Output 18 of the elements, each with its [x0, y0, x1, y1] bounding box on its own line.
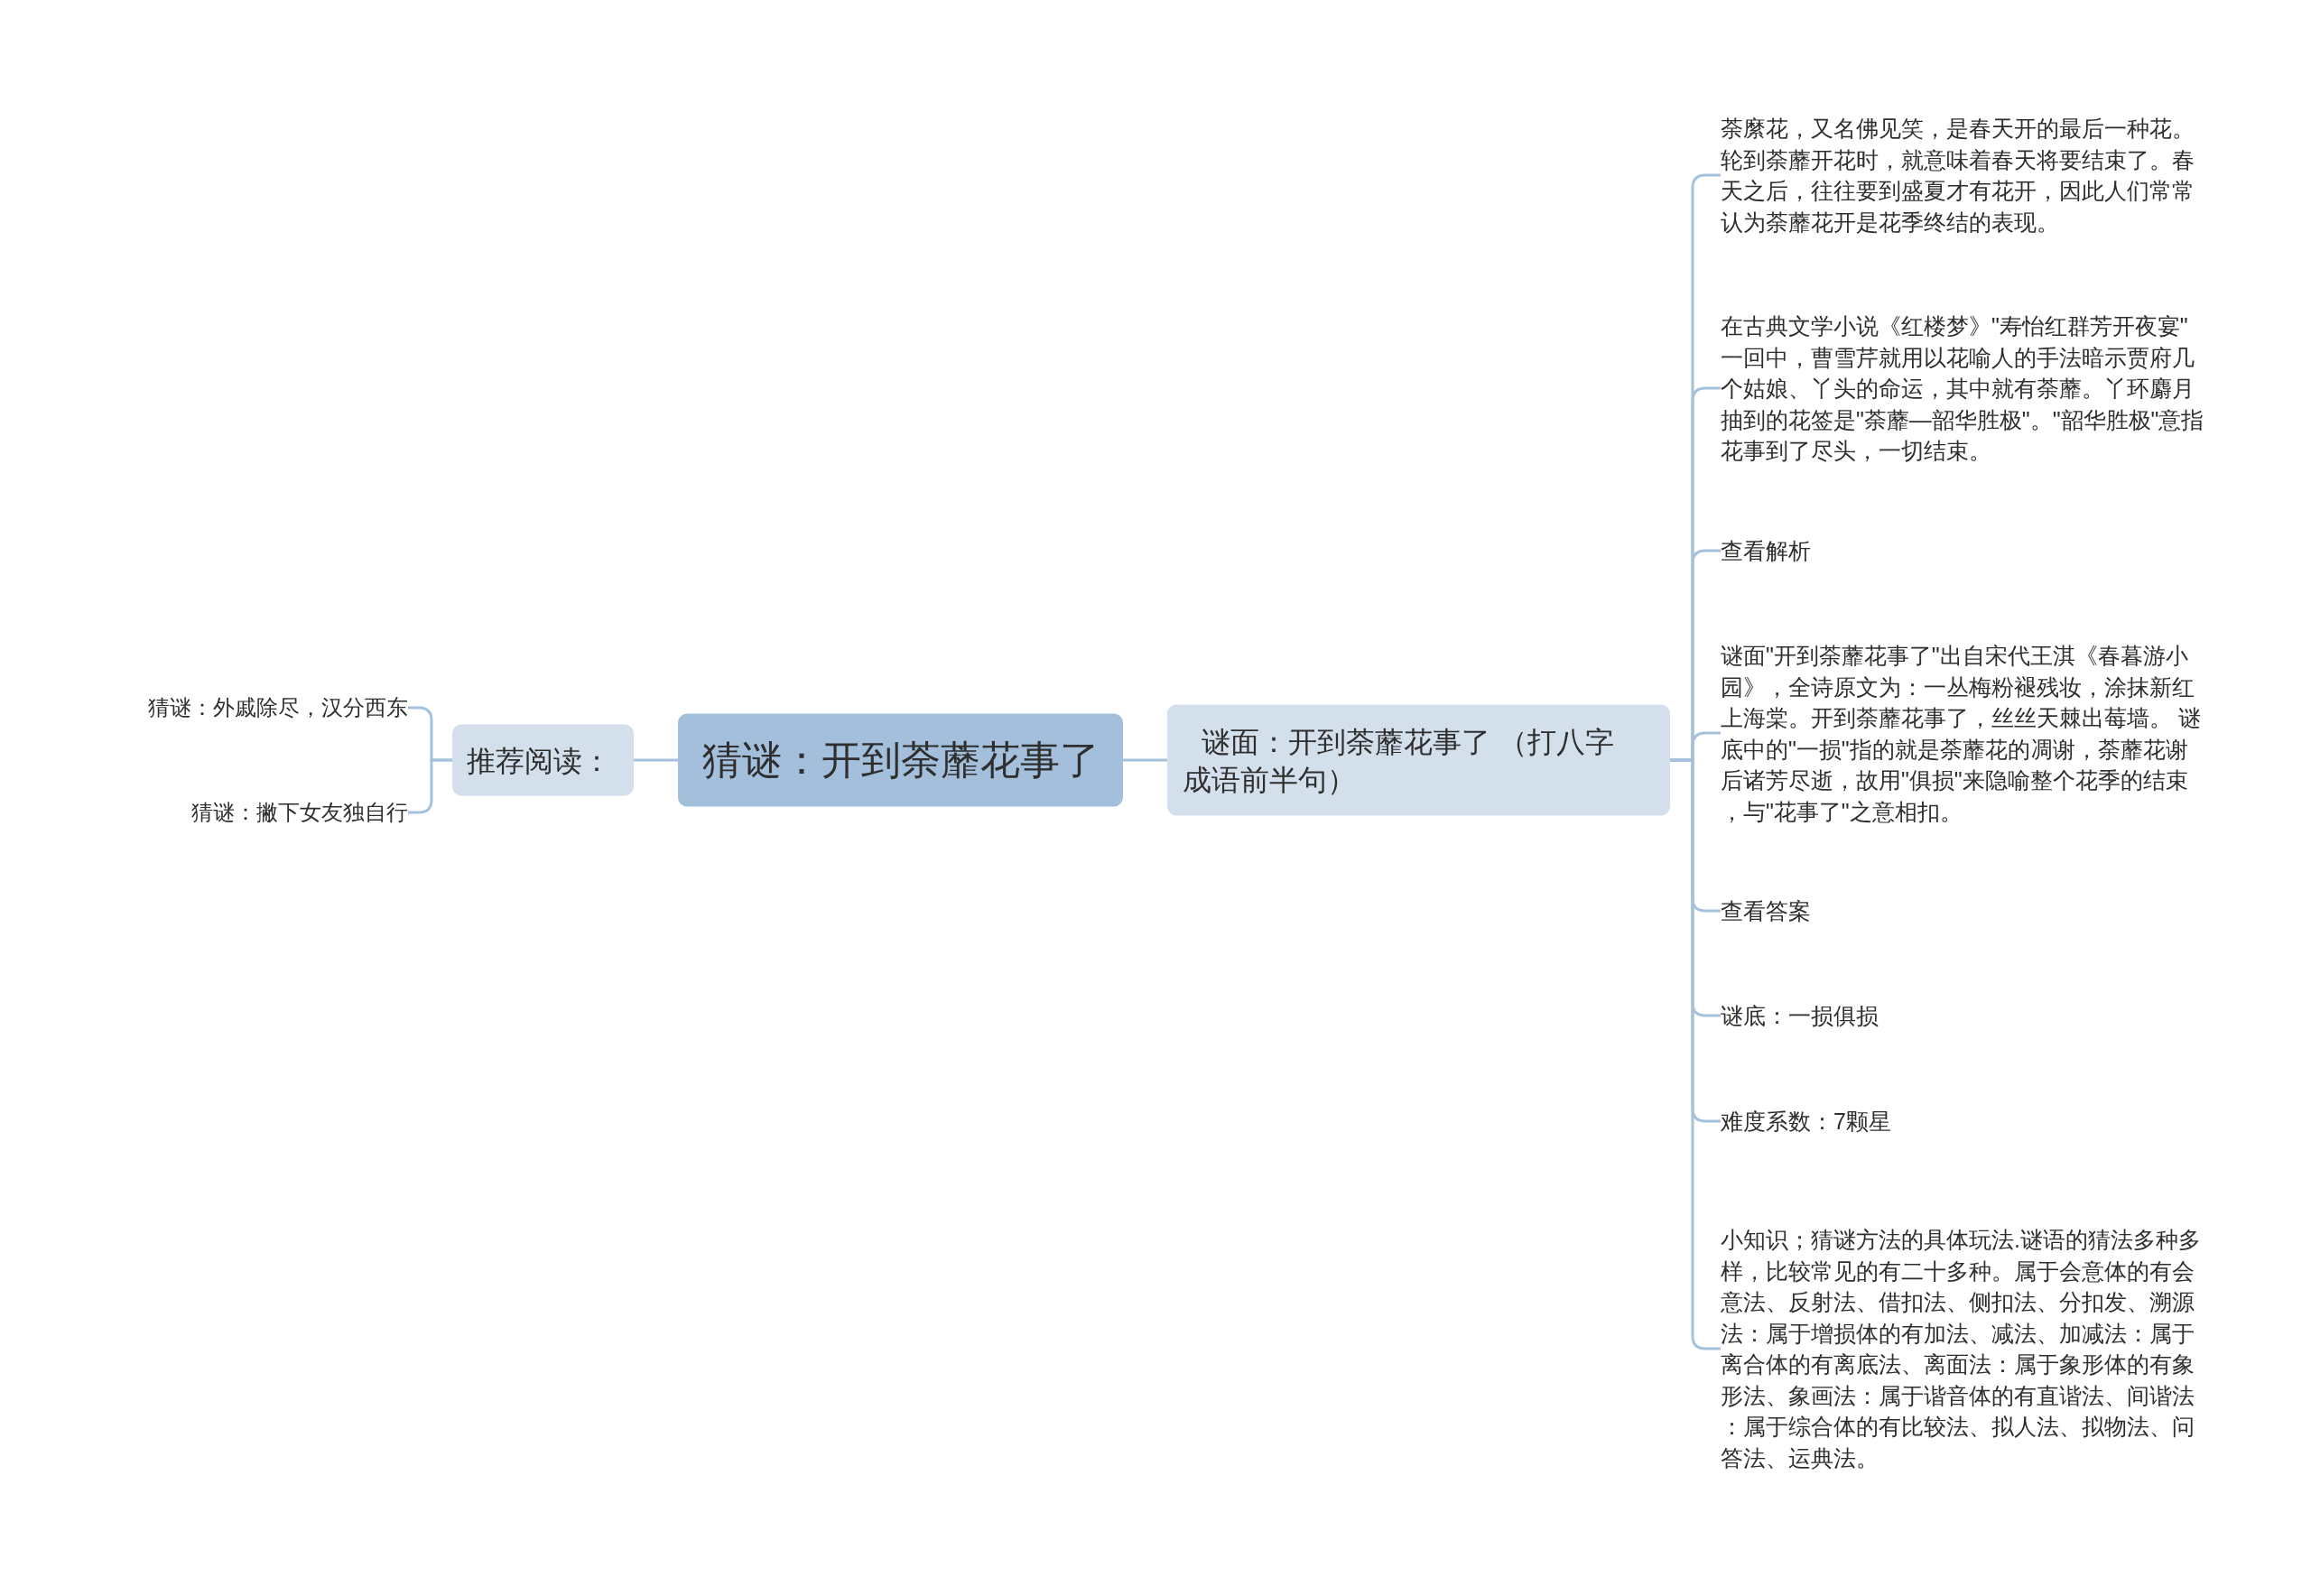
- subtopic-box: [1167, 704, 1670, 816]
- topic-text: 猜谜：撇下女友独自行: [191, 798, 408, 827]
- connector-line: [634, 758, 678, 762]
- topic-text: 在古典文学小说《红楼梦》"寿怡红群芳开夜宴"一回中，曹雪芹就用以花喻人的手法暗示贾府几个姑娘、丫头的命运，其中就有荼蘼。丫环麝月抽到的花签是"荼蘼—韶华胜极"。"韶华胜极"意指花事到了尽头，一切结束。: [1721, 310, 2204, 467]
- topic-label: 猜谜：开到荼蘼花事了: [701, 736, 1100, 784]
- subtopic-box: [452, 724, 634, 796]
- topic-text: 小知识；猜谜方法的具体玩法.谜语的猜法多种多样，比较常见的有二十多种。属于会意体的有会意法、反射法、借扣法、侧扣法、分扣发、溯源法：属于增损体的有加法、减法、加减法：属于离合体的有离底法、离面法：属于象形体的有象形法、象画法：属于谐音体的有直谐法、间谐法：属于综合体的有比较法、拟人法、拟物法、问答法、运典法。: [1721, 1224, 2204, 1473]
- topic-text: 谜底：一损俱损: [1721, 999, 2204, 1032]
- topic-text: 荼縻花，又名佛见笑，是春天开的最后一种花。轮到荼蘼开花时，就意味着春天将要结束了。春天之后，往往要到盛夏才有花开，因此人们常常认为荼蘼花开是花季终结的表现。: [1721, 113, 2204, 237]
- topic-text: 难度系数：7颗星: [1721, 1105, 2204, 1137]
- topic-text: 谜面"开到荼蘼花事了"出自宋代王淇《春暮游小园》，全诗原文为：一丛梅粉褪残妆，涂抹新红上海棠。开到荼蘼花事了，丝丝天棘出莓墙。 谜底中的"一损"指的就是荼蘼花的凋谢，荼蘼花谢后诸芳尽逝，故用"俱损"来隐喻整个花季的结束，与"花事了"之意相扣。: [1721, 639, 2204, 827]
- connector-line: [1123, 758, 1167, 762]
- topic-label: 推荐阅读：: [467, 743, 611, 778]
- topic-text: 猜谜：外戚除尽，汉分西东: [148, 693, 408, 722]
- topic-text: 查看答案: [1721, 895, 2204, 927]
- topic-text: 查看解析: [1721, 534, 2204, 567]
- central-topic-box: [678, 713, 1123, 807]
- topic-label: 谜面：开到荼蘼花事了 （打八字成语前半句）: [1183, 724, 1615, 797]
